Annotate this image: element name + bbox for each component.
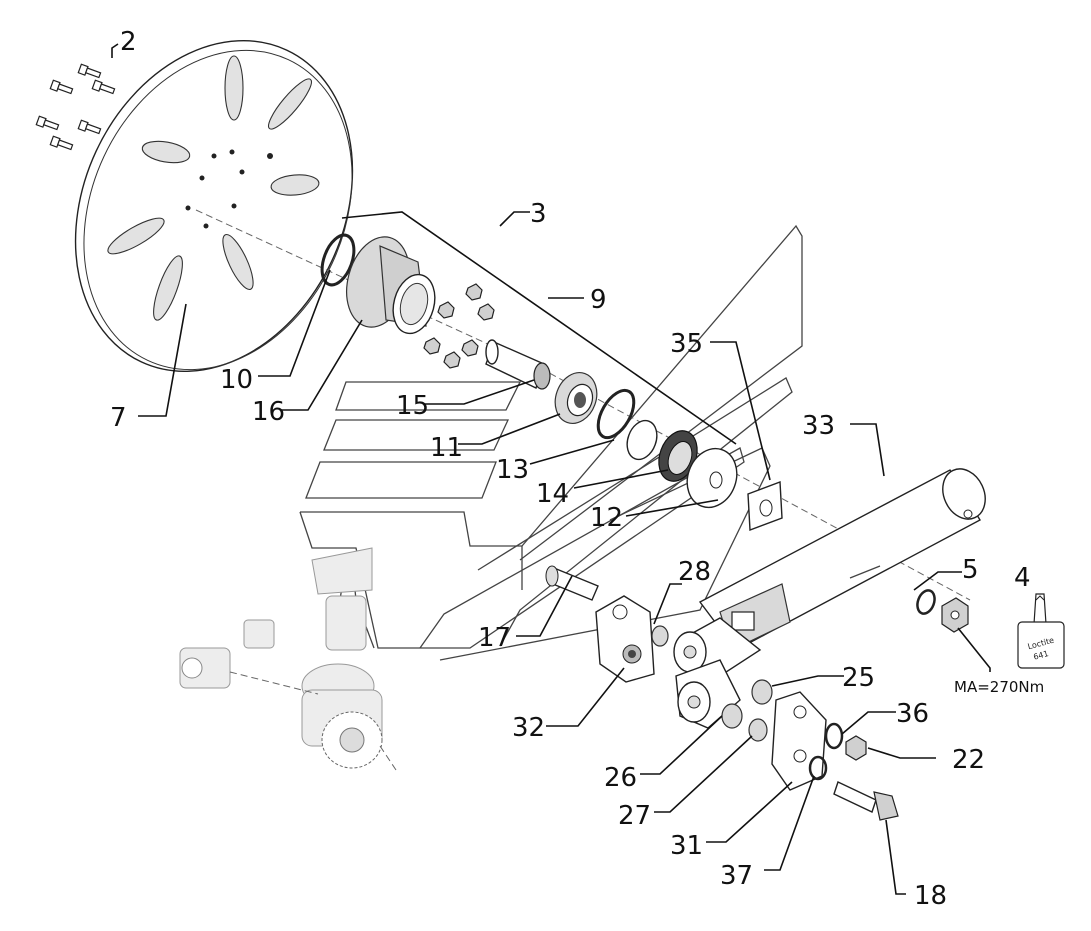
hub-housing-part-16 (346, 236, 436, 335)
gearbox-ghost (179, 547, 397, 771)
stub-axle-part-15 (485, 339, 551, 390)
disc-part-7 (74, 40, 354, 372)
seal-part-14 (626, 419, 698, 482)
callout-12: 12 (590, 503, 623, 533)
bolt-part-17 (545, 565, 599, 601)
adhesive-label-line2: 641 (1032, 649, 1049, 662)
callout-5: 5 (962, 555, 979, 585)
bolt-part-18 (833, 781, 899, 821)
callout-11: 11 (430, 433, 463, 463)
callout-16: 16 (252, 397, 285, 427)
nut-part-4 (941, 597, 969, 633)
bushing-part-26 (721, 703, 743, 729)
spacer-part-28 (651, 625, 669, 647)
clamp-plate-part-32 (595, 595, 655, 683)
tube-arm-part-33 (673, 468, 986, 729)
callout-15: 15 (396, 391, 429, 421)
callout-labels: 2 3 9 35 33 7 10 16 15 11 13 14 12 28 17… (110, 27, 1044, 911)
callout-28: 28 (678, 557, 711, 587)
callout-27: 27 (618, 801, 651, 831)
nuts-part-3 (423, 283, 495, 369)
callout-7: 7 (110, 403, 127, 433)
torque-spec-label: MA=270Nm (954, 678, 1044, 696)
screws-part-2 (35, 63, 116, 151)
washer-part-37 (808, 755, 828, 781)
callout-36: 36 (896, 699, 929, 729)
ring-part-13 (596, 388, 636, 440)
callout-10: 10 (220, 365, 253, 395)
leader-lines (111, 43, 991, 895)
callout-13: 13 (496, 455, 529, 485)
callout-18: 18 (914, 881, 947, 911)
bushing-part-25 (751, 679, 773, 705)
callout-4: 4 (1014, 563, 1031, 593)
nut-part-22 (845, 735, 867, 761)
circlip-part-10 (320, 233, 356, 287)
callout-32: 32 (512, 713, 545, 743)
callout-35: 35 (670, 329, 703, 359)
callout-25: 25 (842, 663, 875, 693)
callout-2: 2 (120, 27, 137, 57)
callout-33: 33 (802, 411, 835, 441)
callout-17: 17 (478, 623, 511, 653)
callout-22: 22 (952, 745, 985, 775)
callout-26: 26 (604, 763, 637, 793)
washer-part-5 (916, 589, 936, 615)
callout-31: 31 (670, 831, 703, 861)
washer-part-12 (686, 447, 738, 509)
callout-9: 9 (590, 285, 607, 315)
callout-14: 14 (536, 479, 569, 509)
loctite-bottle: Loctite 641 (1017, 593, 1065, 669)
callout-37: 37 (720, 861, 753, 891)
link-plate-part-31 (771, 691, 827, 791)
plate-part-35 (747, 481, 783, 531)
bushing-part-27 (748, 718, 768, 742)
bearing-part-11 (554, 372, 598, 424)
washer-part-36 (824, 722, 844, 750)
callout-3: 3 (530, 199, 547, 229)
